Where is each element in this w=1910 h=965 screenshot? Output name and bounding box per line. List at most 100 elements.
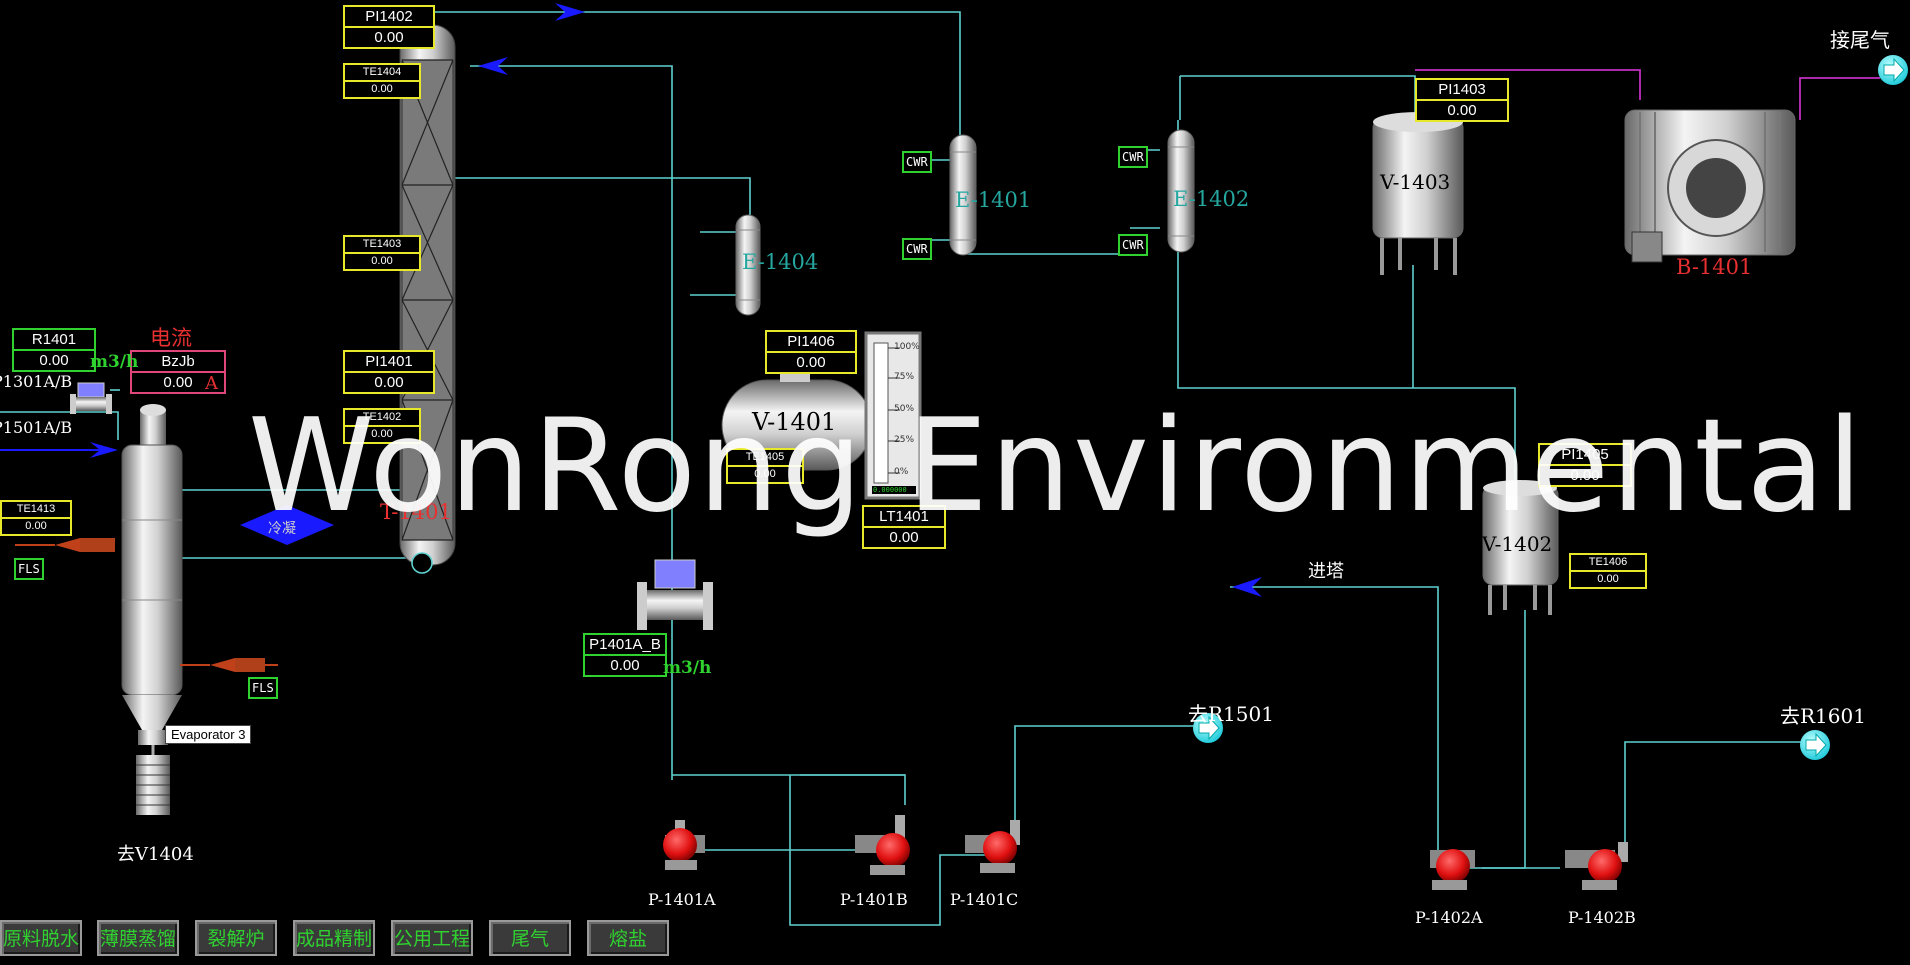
exchanger-label-e1404: E-1404 bbox=[742, 250, 819, 274]
pump-label-p1402a: P-1402A bbox=[1415, 908, 1483, 927]
gauge-tick: 100% bbox=[894, 342, 920, 352]
to-v1404-label: 去V1404 bbox=[117, 844, 194, 865]
to-r1501-label: 去R1501 bbox=[1188, 702, 1274, 726]
pump-label-p1501: P1501A/B bbox=[0, 418, 73, 437]
tag-value: 0.00 bbox=[163, 374, 193, 391]
gauge-readout: 0.000000 bbox=[873, 486, 907, 494]
tag-name: P1401A_B bbox=[585, 635, 665, 656]
nav-button-product-refining[interactable]: 成品精制 bbox=[293, 920, 375, 956]
tag-value: 0.00 bbox=[374, 29, 404, 46]
tag-name: PI1403 bbox=[1417, 80, 1507, 101]
pump-label-p1401c: P-1401C bbox=[950, 890, 1019, 909]
tag-value: 0.00 bbox=[371, 83, 393, 95]
tag-name: TE1404 bbox=[345, 65, 419, 82]
column-label-t1401: T-1401 bbox=[380, 500, 452, 524]
gauge-tick: 75% bbox=[894, 372, 915, 382]
tag-name: TE1406 bbox=[1571, 555, 1645, 572]
cwr-box: CWR bbox=[902, 151, 932, 173]
to-r1601-label: 去R1601 bbox=[1780, 704, 1866, 728]
flowmeter-p1301 bbox=[70, 382, 112, 414]
cwr-box: CWR bbox=[1118, 146, 1148, 168]
tag-value: 0.00 bbox=[1570, 467, 1600, 484]
blower-label-b1401: B-1401 bbox=[1676, 255, 1753, 279]
evaporator-vessel bbox=[121, 404, 183, 815]
tag-value: 0.00 bbox=[1597, 573, 1619, 585]
cwr-box: CWR bbox=[1118, 234, 1148, 256]
vessel-v1402 bbox=[1482, 480, 1559, 615]
tag-name: TE1413 bbox=[2, 502, 70, 519]
nav-button-tail-gas[interactable]: 尾气 bbox=[489, 920, 571, 956]
pump-label-p1401a: P-1401A bbox=[648, 890, 716, 909]
tag-value: 0.00 bbox=[371, 255, 393, 267]
exchanger-e1402 bbox=[1167, 129, 1195, 253]
nav-button-film-distillation[interactable]: 薄膜蒸馏 bbox=[97, 920, 179, 956]
tail-gas-label: 接尾气 bbox=[1830, 28, 1890, 52]
tag-value: 0.00 bbox=[796, 354, 826, 371]
pump-p1401a bbox=[663, 820, 705, 870]
nav-button-utilities[interactable]: 公用工程 bbox=[391, 920, 473, 956]
tag-name: PI1401 bbox=[345, 352, 433, 373]
pumps bbox=[663, 815, 1628, 890]
flow-unit: m3/h bbox=[663, 658, 712, 678]
gauge-tick: 50% bbox=[894, 404, 915, 414]
nav-button-molten-salt[interactable]: 熔盐 bbox=[587, 920, 669, 956]
blower-b1401 bbox=[1624, 109, 1796, 263]
fls-box: FLS bbox=[248, 677, 278, 699]
nav-button-raw-dehydration[interactable]: 原料脱水 bbox=[0, 920, 82, 956]
tag-name: PI1402 bbox=[345, 7, 433, 28]
exchanger-e1401 bbox=[949, 134, 977, 256]
tag-name: TE1405 bbox=[728, 450, 802, 467]
tag-value: 0.00 bbox=[610, 657, 640, 674]
vessel-label-v1402: V-1402 bbox=[1482, 532, 1553, 556]
exchanger-label-e1402: E-1402 bbox=[1173, 187, 1250, 211]
current-label: 电流 bbox=[150, 326, 192, 350]
heater-inlets bbox=[55, 538, 265, 672]
tag-name: LT1401 bbox=[864, 507, 944, 528]
tag-name: TE1402 bbox=[345, 410, 419, 427]
tag-name: TE1403 bbox=[345, 237, 419, 254]
watermark: WonRong Environmental bbox=[248, 392, 1865, 541]
tag-value: 0.00 bbox=[889, 529, 919, 546]
pump-p1401b bbox=[855, 815, 910, 875]
gauge-tick: 25% bbox=[894, 435, 915, 445]
tag-name: PI1406 bbox=[767, 332, 855, 353]
valve-diamond bbox=[240, 505, 334, 545]
flow-arrows bbox=[90, 3, 1262, 597]
evaporator-label: Evaporator 3 bbox=[165, 725, 252, 744]
exchanger-label-e1401: E-1401 bbox=[955, 188, 1032, 212]
fls-box: FLS bbox=[14, 558, 44, 580]
tag-name: R1401 bbox=[14, 330, 94, 351]
cwr-box: CWR bbox=[902, 238, 932, 260]
tag-value: 0.00 bbox=[754, 468, 776, 480]
gauge-tick: 0% bbox=[894, 467, 909, 477]
outlet-arrows bbox=[1193, 55, 1908, 760]
flowmeter-p1401ab bbox=[637, 559, 713, 630]
nav-button-cracking-furnace[interactable]: 裂解炉 bbox=[195, 920, 277, 956]
tag-value: 0.00 bbox=[39, 352, 69, 369]
current-unit: A bbox=[205, 373, 218, 394]
vessel-label-v1401: V-1401 bbox=[752, 408, 837, 436]
tag-name: BzJb bbox=[132, 352, 224, 373]
tag-value: 0.00 bbox=[1447, 102, 1477, 119]
pump-p1401c bbox=[965, 820, 1020, 873]
tag-value: 0.00 bbox=[371, 428, 393, 440]
into-tower-label: 进塔 bbox=[1308, 561, 1344, 582]
exchanger-e1404 bbox=[735, 214, 761, 316]
pump-label-p1402b: P-1402B bbox=[1568, 908, 1636, 927]
pump-label-p1301: P1301A/B bbox=[0, 372, 73, 391]
flow-unit: m3/h bbox=[90, 352, 139, 372]
pump-p1402b bbox=[1565, 842, 1628, 890]
